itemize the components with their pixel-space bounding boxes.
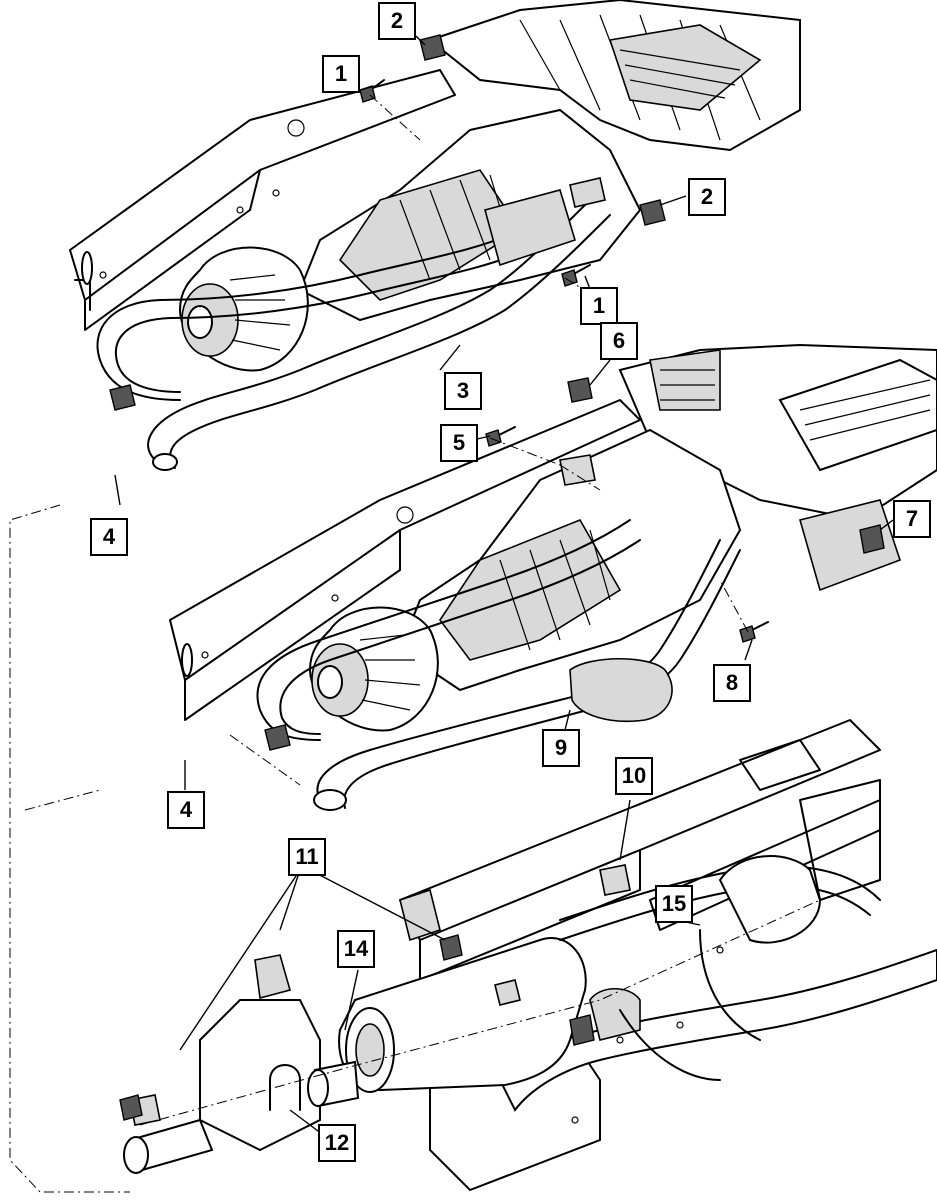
callout-14-muffler: 14: [337, 930, 375, 968]
callout-5-bolt: 5: [440, 424, 478, 462]
middle-exhaust-pipe: [256, 454, 741, 811]
leader-lines: [114, 35, 894, 1141]
callout-11-isolators: 11: [288, 838, 326, 876]
upper-exhaust-pipe: [96, 177, 611, 471]
muffler-assembly: [307, 937, 587, 1108]
middle-fasteners: [485, 377, 885, 643]
upper-frame-rail: [69, 69, 456, 331]
callout-2-upper-isolator: 2: [378, 2, 416, 40]
callout-8-bolt: 8: [713, 664, 751, 702]
middle-frame-rail: [169, 399, 641, 721]
middle-transmission: [308, 428, 742, 732]
callout-9-converter: 9: [542, 729, 580, 767]
callout-7-isolator: 7: [893, 500, 931, 538]
callout-12-clamp: 12: [318, 1124, 356, 1162]
centerline-bolt-middle: [489, 437, 749, 633]
upper-engine-block: [427, 0, 801, 152]
callout-1-upper-bolt: 1: [322, 55, 360, 93]
callout-2-right-isolator: 2: [688, 178, 726, 216]
centerline-upper-to-lower: [9, 504, 130, 1193]
middle-engine-block: [618, 343, 937, 592]
callout-1-lower-bolt: 1: [580, 287, 618, 325]
rear-intermediate-pipe: [559, 855, 881, 1081]
centerline-middle-tail: [24, 734, 301, 811]
rear-frame: [399, 719, 937, 1192]
callout-6-gasket: 6: [600, 322, 638, 360]
callout-15-tailpipe: 15: [655, 885, 693, 923]
callout-4-clamp-upper: 4: [90, 518, 128, 556]
rear-fasteners: [119, 934, 595, 1121]
callout-3-exhaust-pipe: 3: [444, 372, 482, 410]
tailpipe: [123, 1064, 301, 1174]
upper-transmission: [178, 108, 642, 372]
upper-fasteners: [359, 34, 666, 287]
callout-4-clamp-lower: 4: [167, 791, 205, 829]
callout-10-hanger: 10: [615, 757, 653, 795]
